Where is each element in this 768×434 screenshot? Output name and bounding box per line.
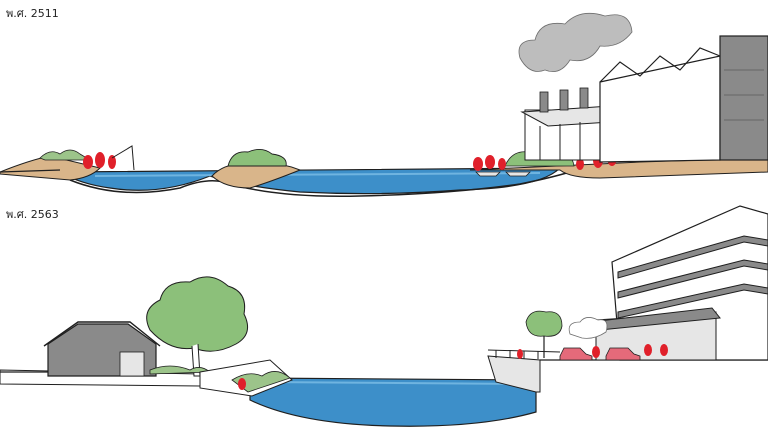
person-left-bank [238, 378, 246, 390]
smoke-cloud [518, 12, 633, 73]
boat-1 [475, 171, 501, 177]
ground-line-top [0, 169, 61, 173]
factory-tower [719, 35, 768, 161]
water-highlight-top [94, 172, 541, 177]
fishing-rod [111, 145, 135, 171]
fishermen-group [83, 152, 116, 169]
boat-2 [505, 171, 531, 177]
left-bank-grass [39, 149, 92, 161]
year-label-top: พ.ศ. 2511 [6, 7, 59, 20]
apartment-floors [617, 235, 768, 319]
right-bank-top [469, 157, 768, 179]
river-water-bottom [249, 377, 537, 427]
car-2 [605, 347, 641, 361]
island-bush [227, 149, 287, 167]
chimneys [539, 87, 589, 113]
water-highlight-bottom [259, 381, 531, 385]
left-bank-top [0, 155, 101, 181]
riverbed-top [69, 171, 571, 197]
warehouse-roof [43, 321, 161, 347]
factory-tower-lines [724, 69, 764, 121]
panel-2511 [0, 12, 768, 197]
tree-canopy [146, 276, 249, 352]
railing [487, 349, 561, 359]
factory-building [599, 55, 721, 163]
street-people [517, 344, 668, 359]
right-concrete-wall [487, 355, 541, 393]
smoke-bottom [568, 317, 608, 339]
warehouse-door [119, 351, 145, 377]
small-tree-right [525, 310, 563, 337]
factory-sawtooth-roof [599, 47, 721, 83]
year-label-bottom: พ.ศ. 2563 [6, 208, 59, 221]
car-1 [559, 347, 593, 361]
panel-2563 [0, 205, 768, 427]
left-embankment-grass [231, 371, 291, 393]
